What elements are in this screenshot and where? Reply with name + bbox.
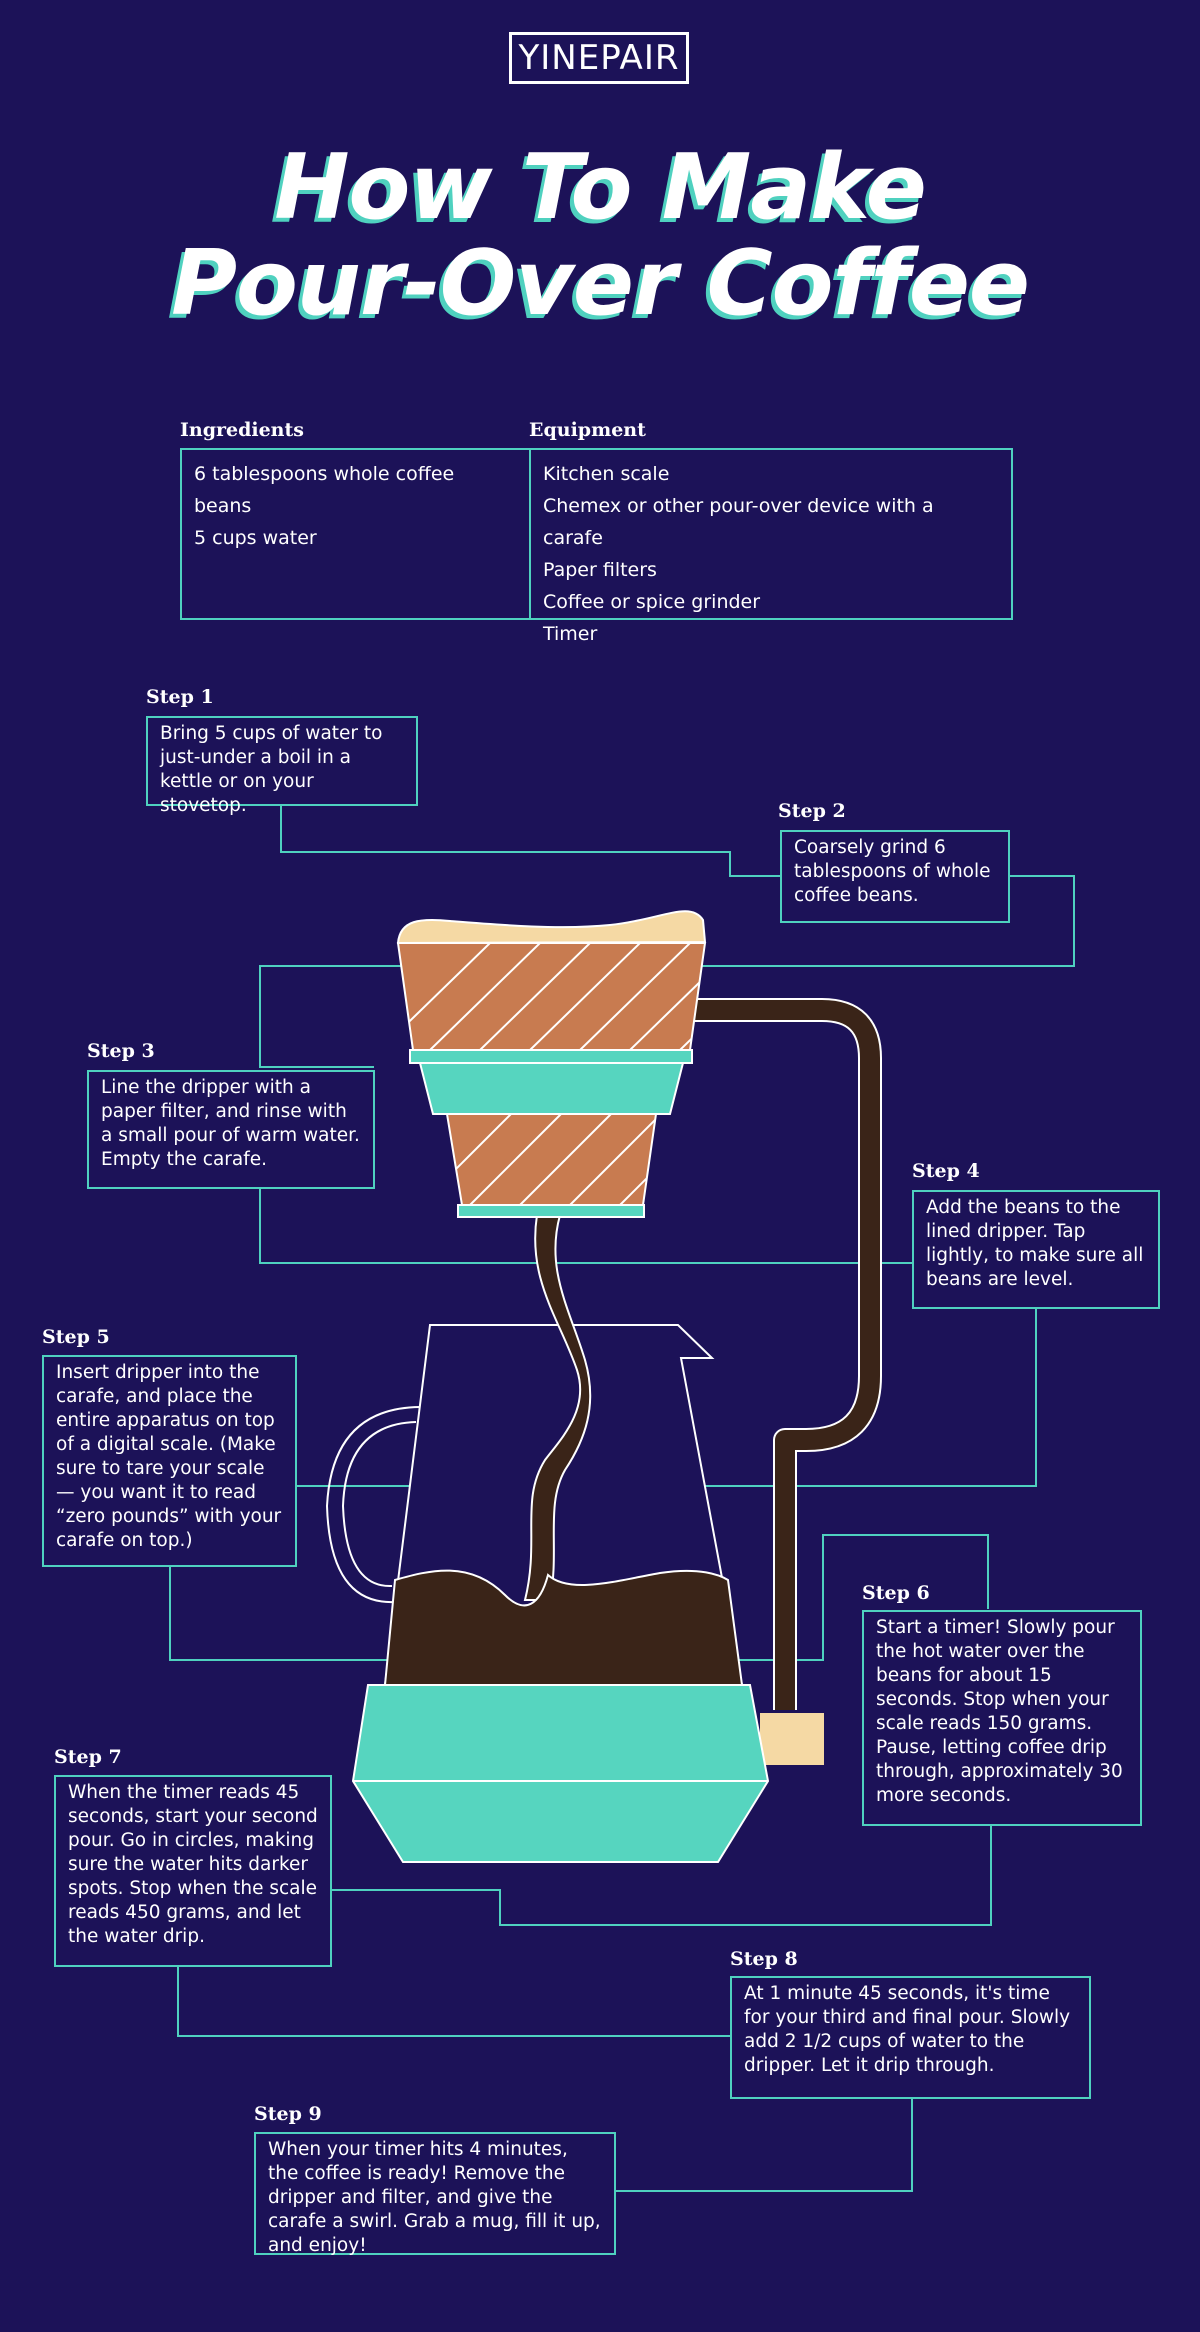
step-2-text: Coarsely grind 6 tablespoons of whole co… (780, 830, 1010, 923)
step-4-label: Step 4 (912, 1160, 980, 1182)
list-item: 5 cups water (194, 527, 317, 549)
step-connectors (169, 805, 1075, 2192)
step-3-label: Step 3 (87, 1040, 155, 1062)
dripper-icon (396, 942, 707, 1218)
step-1-label: Step 1 (146, 686, 214, 708)
coffee-grounds-top-icon (396, 910, 707, 945)
connector-step5-step6 (169, 1534, 989, 1661)
scale-knob-icon (760, 1713, 824, 1765)
scale-base-icon (351, 1684, 770, 1863)
list-item: Coffee or spice grinder (543, 591, 761, 613)
brand-logo-text: YINEPAIR (518, 38, 680, 78)
equipment-list: Kitchen scale Chemex or other pour-over … (529, 448, 1013, 645)
step-5-label: Step 5 (42, 1326, 110, 1348)
page-title: How To Make Pour-Over Coffee (0, 140, 1200, 332)
step-8-label: Step 8 (730, 1948, 798, 1970)
connector-step3-step4 (259, 1188, 913, 1264)
step-9-label: Step 9 (254, 2103, 322, 2125)
step-7-label: Step 7 (54, 1746, 122, 1768)
list-item: Kitchen scale (543, 463, 670, 485)
list-item: Chemex or other pour-over device with a … (543, 495, 934, 549)
ingredients-list: 6 tablespoons whole coffee beans 5 cups … (180, 448, 531, 620)
connector-step7-step8 (177, 1966, 731, 2037)
coffee-stream-icon (523, 1214, 592, 1601)
stand-icon-inner (690, 1000, 880, 1710)
connector-step8-step9 (615, 2098, 913, 2192)
ingredients-label: Ingredients (180, 419, 304, 441)
step-9-text: When your timer hits 4 minutes, the coff… (254, 2132, 616, 2256)
connector-step6-step7 (331, 1825, 992, 1926)
equipment-label: Equipment (529, 419, 646, 441)
title-line-1: How To Make (274, 135, 927, 240)
step-8-text: At 1 minute 45 seconds, it's time for yo… (730, 1976, 1091, 2099)
step-6-label: Step 6 (862, 1582, 930, 1604)
step-3-text: Line the dripper with a paper filter, an… (87, 1070, 375, 1189)
step-5-text: Insert dripper into the carafe, and plac… (42, 1355, 297, 1567)
carafe-handle-icon (325, 1406, 421, 1604)
brewed-coffee-icon (383, 1569, 744, 1686)
step-7-text: When the timer reads 45 seconds, start y… (54, 1775, 332, 1967)
list-item: Paper filters (543, 559, 657, 581)
list-item: 6 tablespoons whole coffee beans (194, 463, 455, 517)
step-2-label: Step 2 (778, 800, 846, 822)
step-1-text: Bring 5 cups of water to just-under a bo… (146, 716, 418, 816)
connector-step1-step2 (280, 805, 781, 877)
step-6-text: Start a timer! Slowly pour the hot water… (862, 1610, 1142, 1826)
step-4-text: Add the beans to the lined dripper. Tap … (912, 1190, 1160, 1309)
list-item: Timer (543, 623, 598, 645)
brand-logo: YINEPAIR (509, 32, 689, 84)
title-line-2: Pour-Over Coffee (171, 231, 1030, 336)
